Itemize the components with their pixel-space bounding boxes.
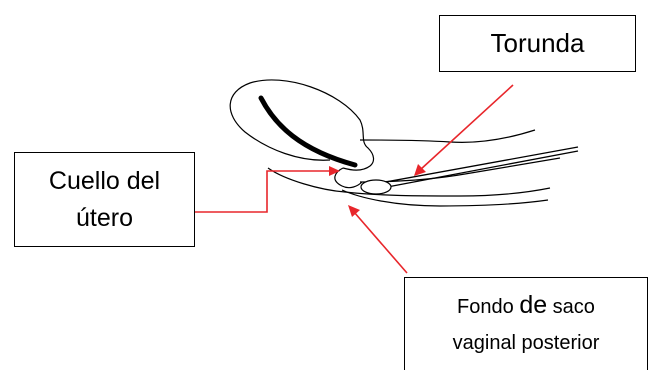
label-fondo-line2: vaginal posterior — [453, 325, 600, 361]
label-torunda: Torunda — [439, 15, 636, 72]
label-fondo-line1-part-c: saco — [547, 296, 595, 318]
posterior-wall — [268, 168, 550, 196]
label-fondo-de-saco: Fondo de saco vaginal posterior — [404, 277, 648, 370]
uterine-cavity-line — [261, 98, 355, 165]
label-cuello-del-utero: Cuello del útero — [14, 152, 195, 247]
label-cuello-line1: Cuello del — [49, 163, 160, 200]
forceps-rod-lower — [382, 151, 578, 188]
vaginal-canal-mid — [360, 158, 560, 182]
label-torunda-text: Torunda — [491, 28, 585, 59]
uterus-outline — [230, 80, 373, 170]
label-fondo-line1-part-b: de — [519, 291, 547, 319]
forceps-rod-upper — [380, 147, 578, 183]
anterior-wall — [360, 130, 535, 142]
arrow-fondo — [348, 205, 407, 273]
torunda-swab — [361, 180, 391, 194]
label-cuello-line2: útero — [76, 200, 133, 237]
label-fondo-line1: Fondo de saco — [457, 287, 595, 325]
arrow-torunda — [414, 85, 513, 176]
arrow-cuello — [195, 166, 340, 212]
label-fondo-line1-part-a: Fondo — [457, 296, 519, 318]
